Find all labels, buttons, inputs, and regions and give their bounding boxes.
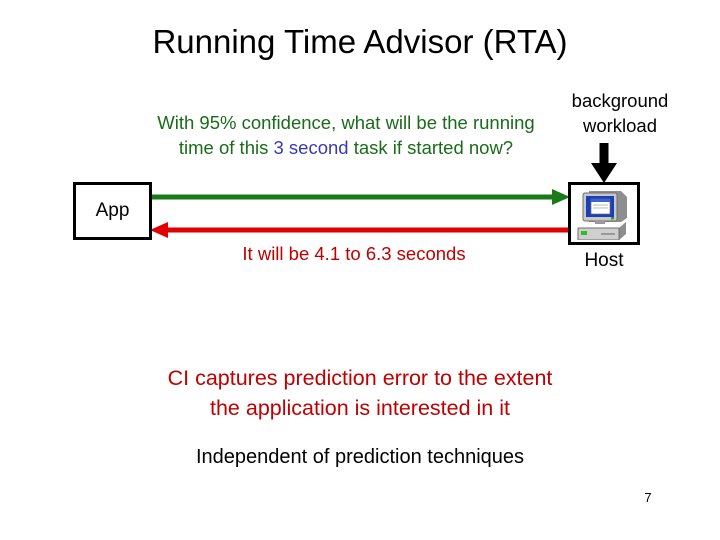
request-text-after: task if started now? xyxy=(348,137,514,158)
app-box-label: App xyxy=(95,200,130,221)
independence-statement: Independent of prediction techniques xyxy=(195,446,525,468)
request-text-highlight: 3 second xyxy=(273,137,349,158)
left-arrow-icon xyxy=(150,222,568,238)
host-box xyxy=(568,182,640,245)
ci-statement: CI captures prediction error to the exte… xyxy=(60,363,660,423)
app-box-icon: App xyxy=(73,182,152,240)
background-workload-label: background workload xyxy=(524,88,716,138)
computer-icon xyxy=(577,190,627,240)
background-workload-line1: background xyxy=(571,90,669,111)
page-title: Running Time Advisor (RTA) xyxy=(152,23,568,60)
background-workload-line2: workload xyxy=(582,115,658,136)
host-label: Host xyxy=(584,250,624,271)
page-number: 7 xyxy=(644,490,652,505)
ci-statement-line2: the application is interested in it xyxy=(210,396,510,420)
down-arrow-icon xyxy=(591,143,617,183)
request-text-before: With 95% confidence, what will be the ru… xyxy=(157,112,535,158)
right-arrow-icon xyxy=(152,189,570,205)
request-arrow-label: With 95% confidence, what will be the ru… xyxy=(156,110,536,160)
response-arrow-label: It will be 4.1 to 6.3 seconds xyxy=(242,243,466,264)
ci-statement-line1: CI captures prediction error to the exte… xyxy=(167,366,553,390)
